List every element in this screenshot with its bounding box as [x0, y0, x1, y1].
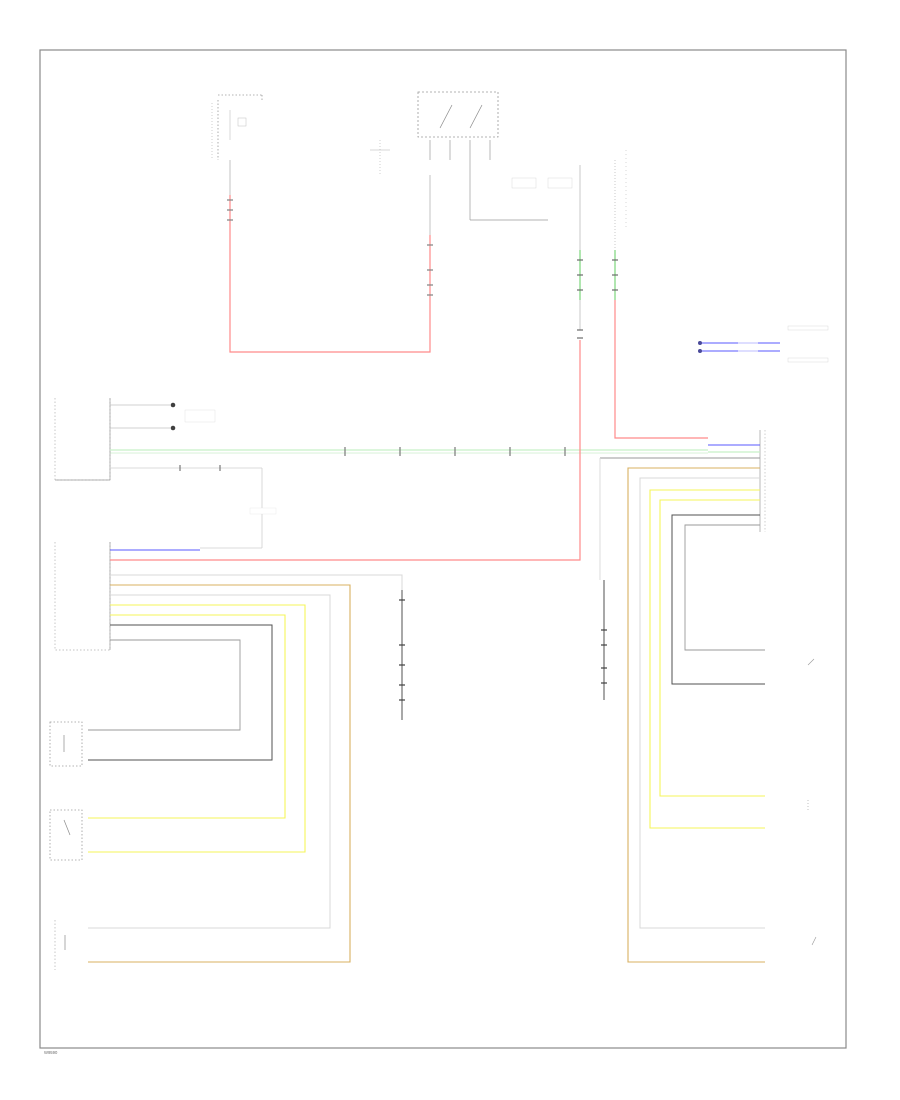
wire-yellow-right-1 [649, 489, 765, 829]
right-seat-switches [807, 658, 817, 946]
diagram-code: W9590 [44, 1050, 58, 1055]
wire-white-right [639, 477, 765, 929]
wire-yellow-right-2 [659, 499, 765, 797]
wire-tan-right [627, 467, 765, 963]
wire-white-left-1 [110, 574, 403, 590]
wire-ground-right [599, 458, 607, 700]
left-seat-switch-3 [54, 920, 66, 970]
wire-red-top-right [614, 300, 708, 439]
wire-dark-right-1 [671, 514, 765, 685]
wire-red-top-left [229, 195, 431, 353]
fuse-block-group [211, 94, 263, 160]
wire-yellow-left-1 [88, 604, 306, 853]
left-seat-switch-2 [49, 809, 83, 861]
diagram-frame [39, 49, 847, 1049]
left-seat-module [54, 542, 111, 651]
right-seat-module-connector [759, 430, 766, 532]
climate-control-module [54, 398, 216, 481]
fuse-labels-mid [511, 177, 573, 189]
wire-green-can-top [577, 160, 618, 339]
red-wire-connectors [227, 199, 433, 296]
wire-blue-top-right [698, 340, 780, 354]
wire-gray-left-3 [88, 639, 241, 731]
wire-tan-left [88, 584, 351, 963]
left-seat-switch-1 [49, 721, 83, 767]
wire-white-left-2 [88, 594, 331, 929]
relay-switch-box [370, 91, 548, 221]
wire-red-long [110, 340, 581, 561]
wire-gray-right-2 [684, 524, 765, 651]
wire-green-can-bus [110, 447, 708, 549]
wire-yellow-left-2 [88, 614, 286, 819]
wire-dark-left-2 [88, 624, 273, 761]
